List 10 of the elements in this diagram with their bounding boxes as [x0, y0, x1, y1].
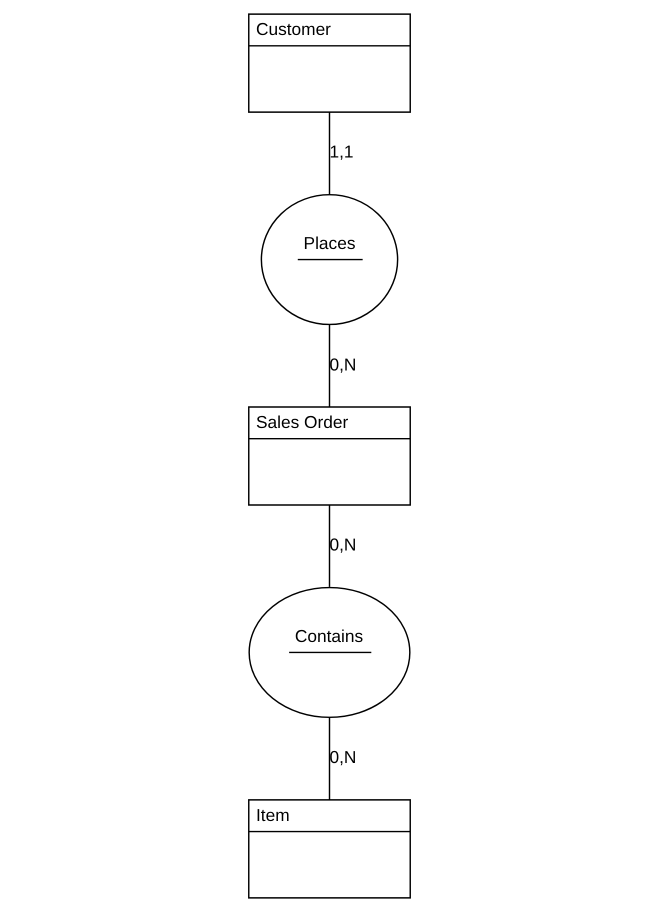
- connector: [328, 324, 330, 407]
- node-circle: Places: [260, 194, 398, 326]
- edge-label: 0,N: [329, 747, 356, 768]
- edge-label: 1,1: [329, 142, 354, 162]
- node-ellipse: Contains: [248, 586, 410, 718]
- connector: [328, 505, 330, 587]
- connector: [328, 112, 330, 194]
- connector: [328, 718, 330, 800]
- edge-label: 0,N: [329, 354, 356, 374]
- edge-label: 0,N: [329, 534, 356, 555]
